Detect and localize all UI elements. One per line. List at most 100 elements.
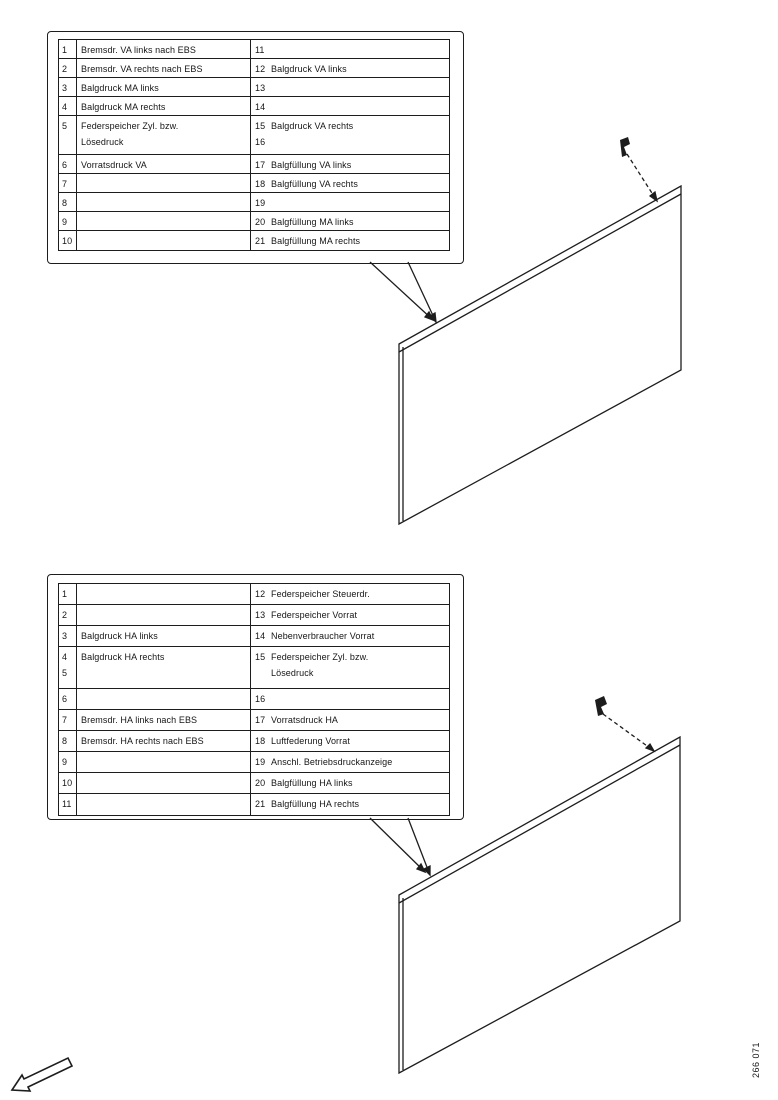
item-number: 10 (62, 236, 73, 246)
item-label: Balgdruck HA rechts (81, 652, 165, 662)
table-row: 1 Bremsdr. VA links nach EBS 11 (59, 40, 449, 59)
item-number: 5 (62, 668, 68, 678)
table-row: 10 20 Balgfüllung HA links (59, 773, 449, 794)
table-row: 11 21 Balgfüllung HA rechts (59, 794, 449, 815)
table-row: 8 19 (59, 193, 449, 212)
figure-number: 266 071 (751, 1041, 761, 1079)
table-row: 7 Bremsdr. HA links nach EBS 17 Vorratsdr… (59, 710, 449, 731)
item-label: Lösedruck (81, 137, 124, 147)
thin-arrowhead-icon (428, 311, 437, 324)
item-number: 7 (62, 179, 68, 189)
table-row: 6 16 (59, 689, 449, 710)
item-number: 16 (255, 694, 266, 704)
item-number: 20 (255, 778, 266, 788)
item-label: Anschl. Betriebsdruckanzeige (271, 757, 393, 767)
item-label: Balgdruck VA links (271, 64, 347, 74)
item-label: Bremsdr. HA rechts nach EBS (81, 736, 204, 746)
thin-arrowhead-icon (415, 862, 427, 874)
direction-marker-icon (595, 696, 607, 716)
item-label: Balgfüllung MA rechts (271, 236, 361, 246)
item-number: 15 (255, 652, 266, 662)
item-label: Balgfüllung VA links (271, 160, 352, 170)
item-label: Balgdruck VA rechts (271, 121, 354, 131)
item-number: 18 (255, 736, 266, 746)
table-row: 8 Bremsdr. HA rechts nach EBS 18 Luftfede… (59, 731, 449, 752)
thin-arrowhead-icon (423, 310, 435, 322)
thin-arrowhead-icon (422, 864, 431, 877)
item-label: Vorratsdruck HA (271, 715, 339, 725)
item-number (255, 665, 271, 681)
item-label: Balgfüllung HA rechts (271, 799, 360, 809)
thin-arrowhead-icon (644, 742, 656, 753)
item-label: Federspeicher Steuerdr. (271, 589, 370, 599)
item-number: 8 (62, 198, 68, 208)
item-label: Bremsdr. HA links nach EBS (81, 715, 198, 725)
item-number: 12 (255, 589, 266, 599)
item-number: 17 (255, 715, 266, 725)
driving-direction-arrow-icon (10, 1056, 74, 1092)
item-label: Balgfüllung HA links (271, 778, 353, 788)
item-number: 18 (255, 179, 266, 189)
item-number: 16 (255, 137, 266, 147)
item-label: Lösedruck (271, 668, 314, 678)
item-label: Nebenverbraucher Vorrat (271, 631, 375, 641)
table-row: 2 Bremsdr. VA rechts nach EBS 12 Balgdruc… (59, 59, 449, 78)
item-number: 8 (62, 736, 68, 746)
leader-lines-rear (369, 817, 431, 877)
item-number: 14 (255, 631, 266, 641)
table-row: 9 19 Anschl. Betriebsdruckanzeige (59, 752, 449, 773)
direction-marker-rear (595, 696, 656, 753)
item-number: 12 (255, 64, 266, 74)
item-number: 2 (62, 64, 68, 74)
table-row: 2 13 Federspeicher Vorrat (59, 605, 449, 626)
item-label: Luftfederung Vorrat (271, 736, 350, 746)
item-label: Balgfüllung MA links (271, 217, 354, 227)
item-number: 11 (255, 45, 265, 55)
item-number: 15 (255, 121, 266, 131)
item-number: 13 (255, 610, 266, 620)
item-number: 4 (62, 652, 68, 662)
item-number: 11 (62, 799, 72, 809)
item-number: 14 (255, 102, 266, 112)
item-label: Balgdruck HA links (81, 631, 158, 641)
item-number: 10 (62, 778, 73, 788)
item-number: 21 (255, 799, 266, 809)
item-number: 3 (62, 83, 68, 93)
item-label: Bremsdr. VA rechts nach EBS (81, 64, 203, 74)
item-number: 2 (62, 610, 68, 620)
item-number: 5 (62, 121, 68, 131)
item-number: 19 (255, 198, 266, 208)
item-label: Balgfüllung VA rechts (271, 179, 358, 189)
table-row: 1 12 Federspeicher Steuerdr. (59, 584, 449, 605)
thin-arrowhead-icon (648, 190, 659, 203)
item-number: 20 (255, 217, 266, 227)
item-label: Balgdruck MA links (81, 83, 159, 93)
direction-marker-icon (620, 137, 630, 157)
item-number: 9 (62, 757, 68, 767)
table-row: 4 5 Balgdruck HA rechts 15 Federspeicher … (59, 647, 449, 689)
item-number: 4 (62, 102, 68, 112)
item-label: Balgdruck MA rechts (81, 102, 166, 112)
item-number: 7 (62, 715, 68, 725)
item-label: Federspeicher Zyl. bzw. (271, 652, 369, 662)
item-number: 6 (62, 694, 68, 704)
table-row: 4 Balgdruck MA rechts 14 (59, 97, 449, 116)
item-number: 19 (255, 757, 266, 767)
item-number: 21 (255, 236, 266, 246)
test-port-table-front: 1 Bremsdr. VA links nach EBS 11 2 Bremsd… (58, 39, 450, 251)
item-number: 6 (62, 160, 68, 170)
table-row: 7 18 Balgfüllung VA rechts (59, 174, 449, 193)
item-number: 1 (62, 589, 68, 599)
direction-marker-front (620, 137, 659, 203)
item-number: 1 (62, 45, 68, 55)
table-row: 3 Balgdruck MA links 13 (59, 78, 449, 97)
item-label: Federspeicher Vorrat (271, 610, 358, 620)
callout-box-front-axle: 1 Bremsdr. VA links nach EBS 11 2 Bremsd… (47, 31, 464, 264)
item-number: 13 (255, 83, 266, 93)
